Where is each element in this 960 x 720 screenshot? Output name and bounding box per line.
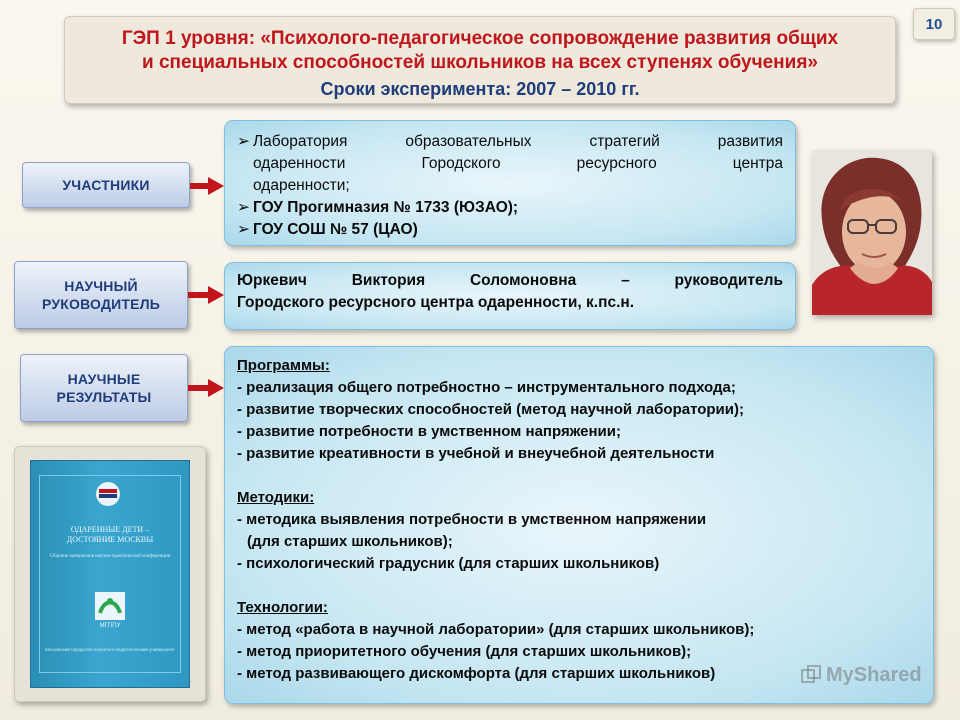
methods-heading: Методики: (237, 489, 315, 506)
participant-text: одаренности; (253, 177, 350, 194)
book-footer: Московский городской психолого-педагогич… (45, 647, 175, 652)
participants-label: УЧАСТНИКИ (22, 162, 190, 208)
list-item: - метод «работа в научной лаборатории» (… (237, 621, 755, 638)
book-title: ОДАРЕННЫЕ ДЕТИ – ДОСТОЯНИЕ МОСКВЫ (43, 525, 177, 545)
watermark-logo-icon (801, 665, 821, 683)
supervisor-box: Юркевич Виктория Соломоновна – руководит… (224, 262, 796, 330)
university-logo-icon (95, 592, 125, 620)
title-line-2: и специальных способностей школьников на… (142, 52, 818, 73)
list-item: - реализация общего потребностно – инстр… (237, 379, 736, 396)
supervisor-photo (812, 150, 932, 315)
list-item: - психологический градусник (для старших… (237, 555, 660, 572)
list-item: - методика выявления потребности в умств… (237, 511, 707, 528)
experiment-period: Сроки эксперимента: 2007 – 2010 гг. (320, 79, 640, 99)
results-label-text: РЕЗУЛЬТАТЫ (56, 389, 152, 405)
results-label-text: НАУЧНЫЕ (67, 371, 141, 387)
participant-text: одаренности Городского ресурсного центра (253, 155, 783, 172)
results-label: НАУЧНЫЕ РЕЗУЛЬТАТЫ (20, 354, 188, 422)
arrow-right-icon (188, 379, 224, 397)
list-item: - развитие потребности в умственном напр… (237, 423, 621, 440)
participants-label-text: УЧАСТНИКИ (62, 177, 150, 193)
participant-text: ГОУ СОШ № 57 (ЦАО) (253, 221, 418, 238)
list-item: (для старших школьников); (247, 533, 453, 550)
book-logo-text: МГППУ (99, 623, 121, 629)
participants-box: ➢ Лаборатория образовательных стратегий … (224, 120, 796, 246)
book-title-line: ДОСТОЯНИЕ МОСКВЫ (66, 535, 154, 544)
list-item: - развитие креативности в учебной и внеу… (237, 445, 715, 462)
technologies-heading: Технологии: (237, 599, 328, 616)
supervisor-label-text: НАУЧНЫЙ (64, 278, 138, 294)
participant-item: ➢ ГОУ Прогимназия № 1733 (ЮЗАО); (237, 197, 783, 219)
supervisor-label-text: РУКОВОДИТЕЛЬ (42, 296, 160, 312)
portrait-image (812, 150, 932, 315)
supervisor-text: Городского ресурсного центра одаренности… (237, 294, 635, 311)
participant-text: ГОУ Прогимназия № 1733 (ЮЗАО); (253, 199, 519, 216)
supervisor-text: Юркевич Виктория Соломоновна – руководит… (237, 272, 783, 289)
page-number: 10 (913, 8, 955, 40)
arrow-right-icon (188, 286, 224, 304)
list-item: - метод развивающего дискомфорта (для ст… (237, 665, 716, 682)
programs-heading: Программы: (237, 357, 330, 374)
list-item: - развитие творческих способностей (мето… (237, 401, 744, 418)
bullet-arrow-icon: ➢ (237, 199, 250, 216)
participant-item: ➢ ГОУ СОШ № 57 (ЦАО) (237, 219, 783, 241)
book-cover: ОДАРЕННЫЕ ДЕТИ – ДОСТОЯНИЕ МОСКВЫ Сборни… (30, 460, 190, 688)
watermark-text: MyShared (826, 663, 922, 686)
watermark: MyShared (800, 662, 930, 688)
bullet-arrow-icon: ➢ (237, 133, 250, 150)
publisher-logo-icon (96, 482, 120, 506)
bullet-arrow-icon: ➢ (237, 221, 250, 238)
title-box: ГЭП 1 уровня: «Психолого-педагогическое … (64, 16, 896, 104)
book-title-line: ОДАРЕННЫЕ ДЕТИ – (70, 525, 150, 534)
title-line-1: ГЭП 1 уровня: «Психолого-педагогическое … (121, 28, 839, 49)
book-subtitle: Сборник материалов научно-практической к… (49, 554, 171, 559)
participant-text: Лаборатория образовательных стратегий ра… (253, 133, 783, 150)
list-item: - метод приоритетного обучения (для стар… (237, 643, 692, 660)
results-box: Программы: - реализация общего потребнос… (224, 346, 934, 704)
book-cover-border (39, 475, 181, 673)
arrow-right-icon (190, 177, 224, 195)
participant-item: ➢ Лаборатория образовательных стратегий … (237, 131, 783, 153)
supervisor-label: НАУЧНЫЙ РУКОВОДИТЕЛЬ (14, 261, 188, 329)
